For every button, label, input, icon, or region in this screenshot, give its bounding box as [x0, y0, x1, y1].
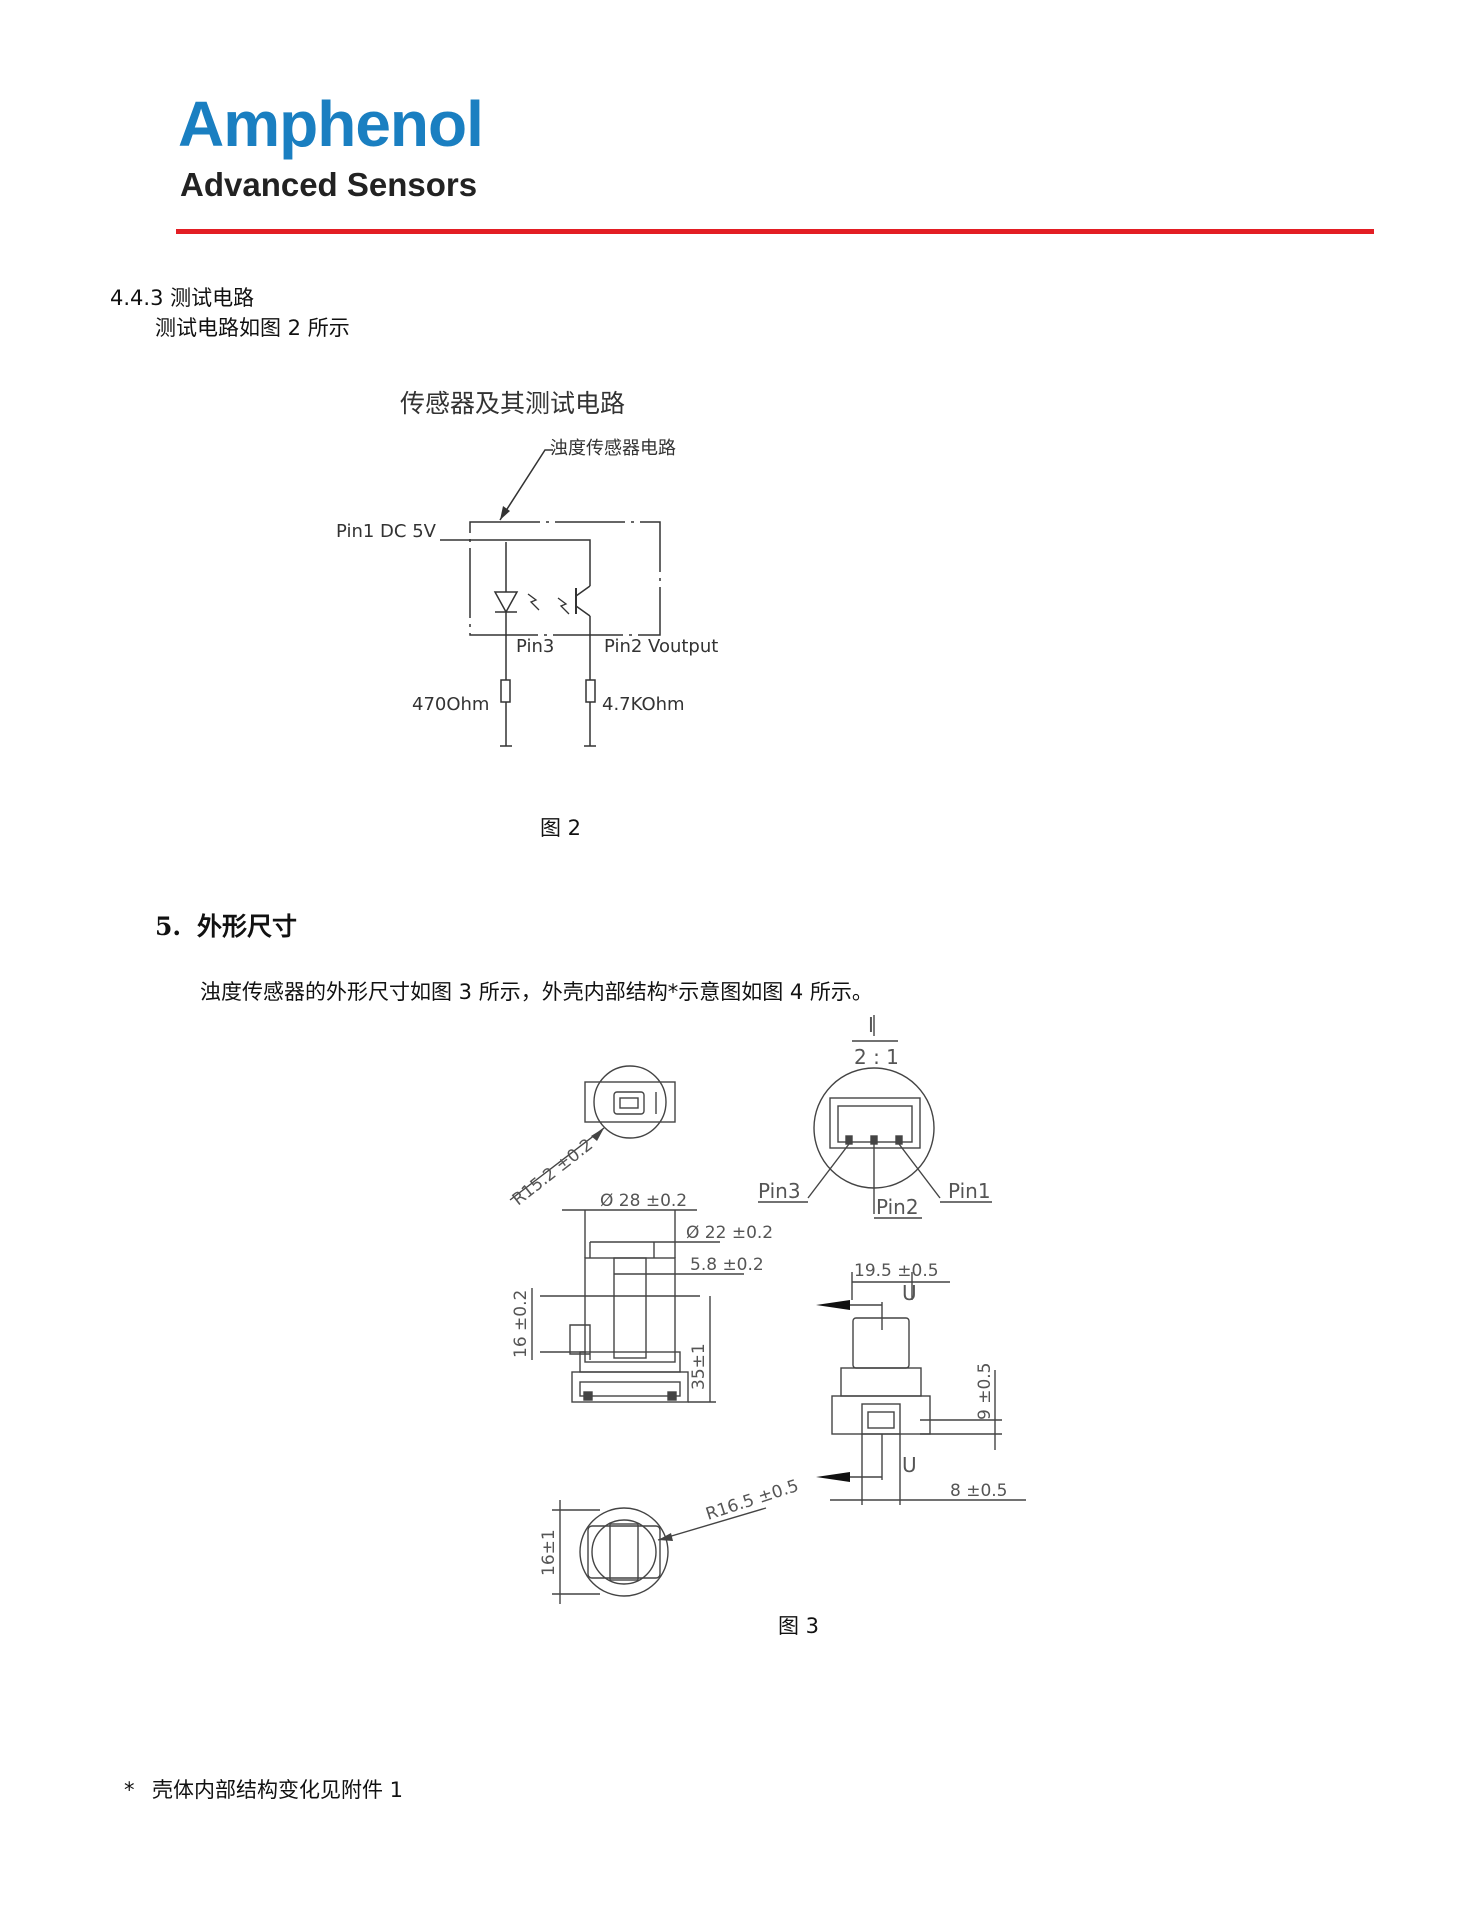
- figure2-pin1-label: Pin1 DC 5V: [336, 521, 437, 542]
- figure2-pin2-label: Pin2 Voutput: [604, 636, 718, 657]
- r-top-leader: [509, 1127, 605, 1201]
- figure2-pin3-label: Pin3: [516, 636, 554, 657]
- dim-w195: 19.5 ±0.5: [854, 1261, 939, 1281]
- dim-w8: 8 ±0.5: [950, 1481, 1008, 1501]
- section5-title: 外形尺寸: [197, 912, 298, 941]
- footnote-text: 壳体内部结构变化见附件 1: [152, 1778, 404, 1802]
- detail-scale: 2 : 1: [854, 1045, 899, 1069]
- figure3-pin2-label: Pin2: [876, 1195, 919, 1219]
- supply-line: [440, 539, 591, 560]
- figure2-caption: 图 2: [540, 816, 582, 840]
- dim-h16b: 16±1: [539, 1529, 559, 1576]
- sensor-box: [469, 521, 661, 636]
- figure2-title: 传感器及其测试电路: [400, 389, 625, 418]
- bottom-view-housing: [579, 1507, 669, 1597]
- figure2-r1-label: 470Ohm: [412, 694, 489, 715]
- bottom-view-slot: [609, 1523, 639, 1581]
- front-view-slot: [613, 1257, 647, 1359]
- top-view-connector: [613, 1091, 645, 1115]
- front-view-base: [571, 1371, 689, 1403]
- detail-connector-body: [829, 1097, 921, 1149]
- resistor-4k7: [585, 679, 596, 703]
- figure3-pin1-label: Pin1: [948, 1179, 991, 1203]
- test-circuit-diagram: 传感器及其测试电路 浊度传感器电路 Pin1 DC 5V Pin3 Pin2 V…: [336, 389, 718, 747]
- callout-leader: [499, 449, 553, 521]
- section5-body: 浊度传感器的外形尺寸如图 3 所示，外壳内部结构*示意图如图 4 所示。: [200, 980, 873, 1004]
- figure3-pin3-label: Pin3: [758, 1179, 801, 1203]
- callout-arrowhead: [500, 506, 510, 520]
- section-u-top: U: [902, 1281, 917, 1305]
- figure3-caption: 图 3: [778, 1614, 820, 1638]
- resistor-470: [500, 679, 511, 703]
- dim-r-bottom: R16.5 ±0.5: [703, 1476, 801, 1525]
- dim-d28: Ø 28 ±0.2: [600, 1191, 687, 1211]
- dimension-drawing: I 2 : 1 Pin3 Pin2 Pin1 R15.2 ±0.2 Ø 28 ±…: [509, 1013, 1026, 1604]
- footnote-mark: *: [124, 1778, 135, 1802]
- led-symbol: [493, 591, 519, 614]
- figure2-callout: 浊度传感器电路: [550, 438, 676, 459]
- brand-subtitle: Advanced Sensors: [180, 166, 478, 203]
- dim-h35: 35±1: [689, 1343, 709, 1390]
- section-u-bottom: U: [902, 1453, 917, 1477]
- figure2-r2-label: 4.7KOhm: [602, 694, 685, 715]
- pin1-leader: [898, 1143, 941, 1199]
- section-heading-443: 4.4.3 测试电路: [110, 286, 255, 310]
- side-view-body: [852, 1317, 910, 1369]
- detail-label: I: [868, 1013, 874, 1037]
- emission-arrow: [527, 593, 540, 611]
- dim-r-top: R15.2 ±0.2: [509, 1135, 597, 1210]
- header-rule: [176, 229, 1374, 234]
- dim-d22: Ø 22 ±0.2: [686, 1223, 773, 1243]
- section-body-443: 测试电路如图 2 所示: [155, 316, 350, 340]
- section5-number: 5.: [155, 912, 182, 941]
- brand-logo: Amphenol: [178, 88, 484, 160]
- r-bottom-leader: [657, 1507, 767, 1541]
- dim-h16: 16 ±0.2: [511, 1290, 531, 1358]
- top-view-housing: [593, 1065, 667, 1139]
- reception-arrow: [557, 597, 570, 615]
- dim-h9: 9 ±0.5: [975, 1363, 995, 1421]
- dim-w58: 5.8 ±0.2: [690, 1255, 764, 1275]
- pin3-leader: [807, 1143, 850, 1199]
